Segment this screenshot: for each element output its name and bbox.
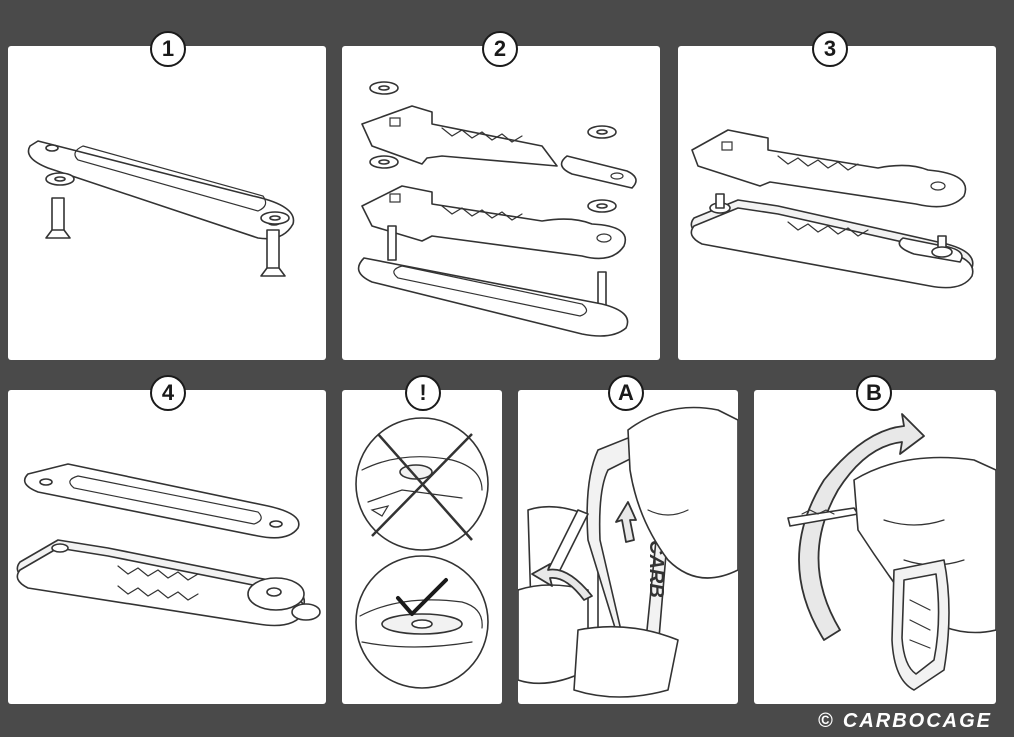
step-b-panel — [754, 390, 996, 704]
carbocage-logo: CARBOCAGE — [843, 710, 992, 733]
step-2-badge: 2 — [482, 31, 518, 67]
warning-panel — [342, 390, 502, 704]
step-4-panel — [8, 390, 326, 704]
warning-illustration — [342, 390, 502, 704]
incorrect-example — [356, 418, 488, 550]
warning-badge: ! — [405, 375, 441, 411]
step-2-panel — [342, 46, 660, 360]
step-b-illustration — [754, 390, 996, 704]
step-b-badge: B — [856, 375, 892, 411]
step-a-panel: CARB — [518, 390, 738, 704]
brand-footer: © CARBOCAGE — [818, 710, 992, 733]
step-3-illustration — [678, 46, 996, 360]
copyright-symbol: © — [818, 710, 835, 733]
step-1-panel — [8, 46, 326, 360]
step-1-badge: 1 — [150, 31, 186, 67]
step-2-illustration — [342, 46, 660, 360]
correct-example — [356, 556, 488, 688]
step-3-badge: 3 — [812, 31, 848, 67]
step-4-illustration — [8, 390, 326, 704]
step-1-illustration — [8, 46, 326, 360]
step-4-badge: 4 — [150, 375, 186, 411]
step-a-illustration: CARB — [518, 390, 738, 704]
step-a-badge: A — [608, 375, 644, 411]
step-3-panel — [678, 46, 996, 360]
